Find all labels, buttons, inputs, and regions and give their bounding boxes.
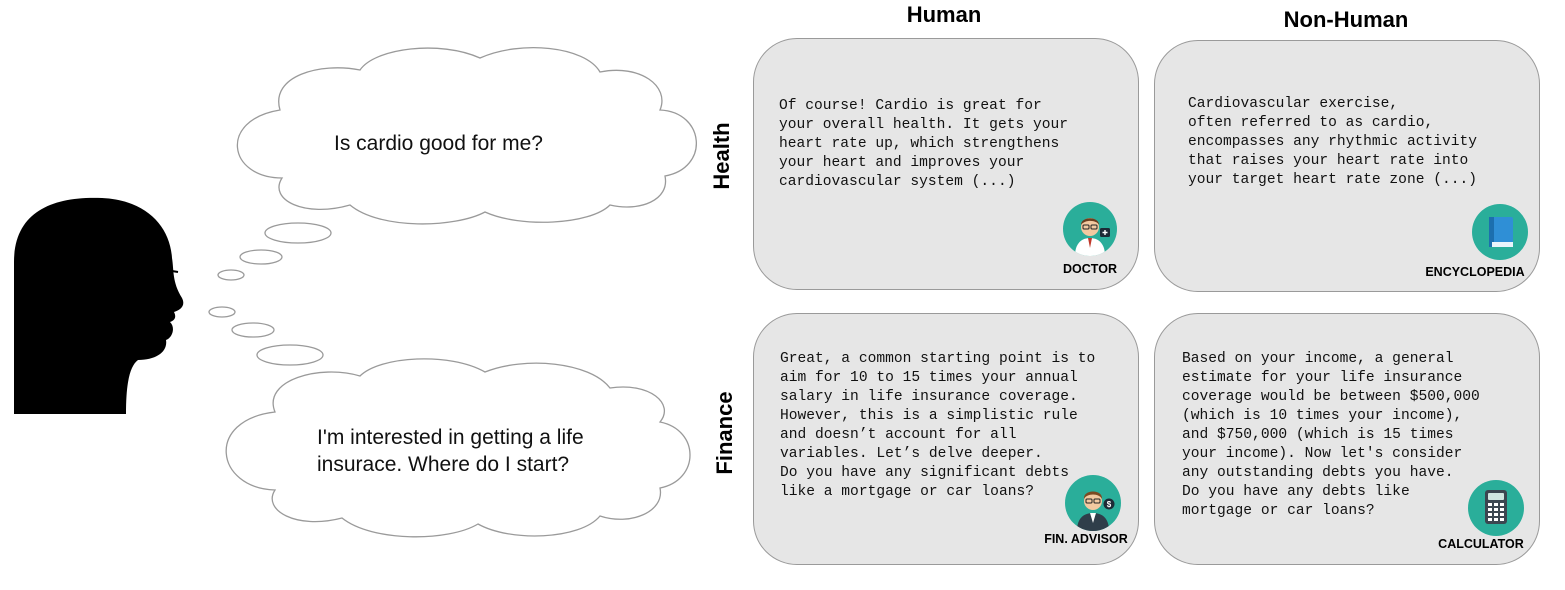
thought-cloud-finance xyxy=(225,358,691,538)
calculator-icon xyxy=(1468,480,1524,536)
financial-advisor-icon: $ xyxy=(1065,475,1121,531)
person-silhouette xyxy=(14,197,184,414)
thought-cloud-health xyxy=(236,47,697,225)
card-finance-human: Great, a common starting point is to aim… xyxy=(753,313,1139,565)
book-icon xyxy=(1472,204,1528,260)
card-text: Cardiovascular exercise, often referred … xyxy=(1188,96,1478,188)
thought-dot xyxy=(256,344,324,366)
column-header-human: Human xyxy=(906,2,982,27)
thought-dot xyxy=(208,306,236,318)
eyelash xyxy=(165,269,179,273)
persona-label: FIN. ADVISOR xyxy=(1044,532,1128,546)
thought-text-finance: I'm interested in getting a life insurac… xyxy=(317,426,584,476)
row-header-finance: Finance xyxy=(712,391,737,475)
svg-text:$: $ xyxy=(1107,500,1112,509)
thought-text-health: Is cardio good for me? xyxy=(334,132,543,155)
doctor-icon xyxy=(1063,202,1117,256)
column-header-non-human: Non-Human xyxy=(1283,7,1409,32)
thought-dot xyxy=(217,269,245,281)
card-text: Great, a common starting point is to aim… xyxy=(780,351,1096,500)
persona-label: DOCTOR xyxy=(1063,262,1117,276)
row-header-health: Health xyxy=(709,122,734,190)
thought-dot xyxy=(264,222,332,244)
persona-label: CALCULATOR xyxy=(1438,537,1524,551)
thought-dot xyxy=(231,322,275,338)
thought-dot xyxy=(239,249,283,265)
card-finance-non-human: Based on your income, a general estimate… xyxy=(1154,313,1540,565)
card-text: Based on your income, a general estimate… xyxy=(1182,351,1480,519)
card-health-human: Of course! Cardio is great for your over… xyxy=(753,38,1139,290)
card-health-non-human: Cardiovascular exercise, often referred … xyxy=(1154,40,1540,292)
persona-label: ENCYCLOPEDIA xyxy=(1425,265,1525,279)
card-text: Of course! Cardio is great for your over… xyxy=(779,98,1069,190)
